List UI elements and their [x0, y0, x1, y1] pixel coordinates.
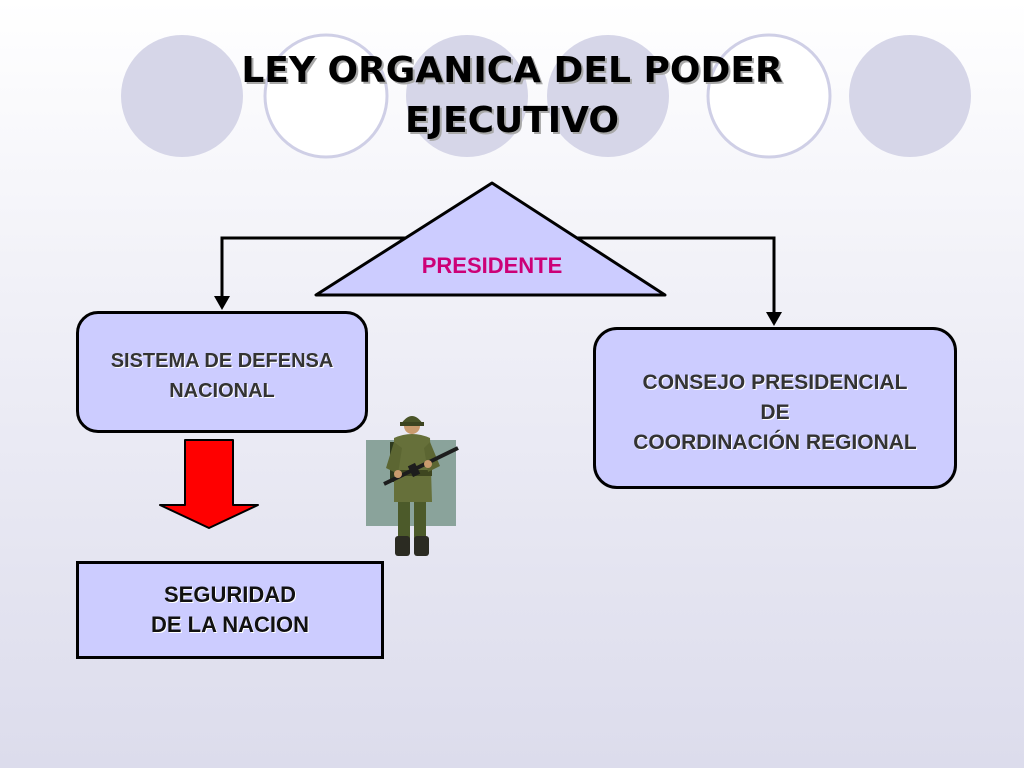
bg-circle-filled-1 [121, 35, 243, 157]
box-cpcr-line-3: COORDINACIÓN REGIONAL [633, 431, 917, 454]
president-triangle [314, 181, 667, 297]
box-seg-text: SEGURIDAD DE LA NACION [151, 580, 309, 640]
bg-circle-outline-1 [263, 33, 389, 159]
page-title: LEY ORGANICA DEL PODER EJECUTIVO [0, 46, 1024, 146]
box-consejo-presidencial: CONSEJO PRESIDENCIAL DE COORDINACIÓN REG… [593, 327, 957, 489]
box-sdn-line-1: SISTEMA DE DEFENSA [110, 350, 334, 372]
connector-right-arrowhead [766, 312, 782, 326]
bg-circle-outline-2 [706, 33, 832, 159]
soldier-clipart-icon [366, 416, 459, 556]
title-line-2: EJECUTIVO [404, 100, 619, 141]
red-down-arrow-icon [159, 439, 259, 529]
connector-left [220, 236, 410, 300]
connector-left-arrowhead [214, 296, 230, 310]
box-seg-line-2: DE LA NACION [150, 612, 310, 637]
box-sdn-line-2: NACIONAL [169, 380, 275, 402]
bg-circle-filled-2 [406, 35, 528, 157]
president-label: PRESIDENTE [421, 253, 563, 278]
box-cpcr-line-2: DE [760, 401, 790, 424]
box-cpcr-text: CONSEJO PRESIDENCIAL DE COORDINACIÓN REG… [633, 368, 917, 458]
bg-circle-filled-3 [547, 35, 669, 157]
box-seguridad-nacion: SEGURIDAD DE LA NACION [76, 561, 384, 659]
bg-circle-filled-4 [849, 35, 971, 157]
box-sdn-text: SISTEMA DE DEFENSA NACIONAL [111, 346, 334, 406]
box-seg-line-1: SEGURIDAD [163, 582, 296, 607]
box-cpcr-line-1: CONSEJO PRESIDENCIAL [642, 371, 908, 394]
title-line-1: LEY ORGANICA DEL PODER [241, 50, 783, 91]
connector-right [575, 236, 776, 316]
box-sistema-defensa-nacional: SISTEMA DE DEFENSA NACIONAL [76, 311, 368, 433]
